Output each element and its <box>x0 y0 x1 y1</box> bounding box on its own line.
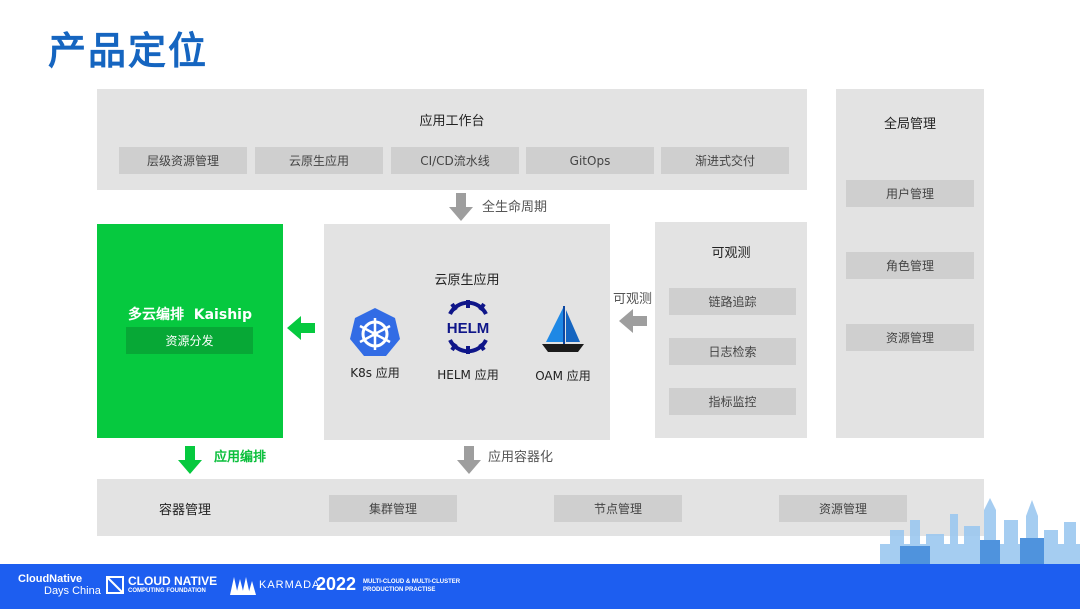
orchestrate-label: 应用编排 <box>214 450 267 465</box>
observe-label: 可观测 <box>613 292 653 307</box>
global-title: 全局管理 <box>883 117 936 132</box>
cncf-text: CLOUD NATIVE COMPUTING FOUNDATION <box>128 574 218 596</box>
helm-logo-text: HELM <box>447 320 490 337</box>
container-item[interactable]: 节点管理 <box>554 495 682 522</box>
cn-line1: CloudNative <box>18 573 83 585</box>
cn-line2: Days China <box>44 585 101 597</box>
city-skyline-icon <box>880 498 1080 564</box>
page-title: 产品定位 <box>48 29 209 73</box>
tag-line1: MULTI-CLOUD & MULTI-CLUSTER <box>363 579 461 585</box>
container-item[interactable]: 资源管理 <box>779 495 907 522</box>
cloudnative-title: 云原生应用 <box>434 273 500 288</box>
kaiship-sub-chip[interactable]: 资源分发 <box>126 327 253 354</box>
footer-bar: CloudNative Days China CLOUD NATIVE COMP… <box>0 564 1080 609</box>
year-text: 2022 <box>316 574 357 594</box>
helm-app-label: HELM 应用 <box>437 368 499 382</box>
arrow-left-icon <box>287 316 315 340</box>
containerize-label: 应用容器化 <box>488 450 554 465</box>
observability-item[interactable]: 链路追踪 <box>669 288 796 315</box>
arrow-down-icon <box>449 193 473 221</box>
workbench-panel <box>97 89 807 190</box>
workbench-item[interactable]: 渐进式交付 <box>661 147 789 174</box>
tag-line2: PRODUCTION PRACTISE <box>363 587 436 593</box>
workbench-item[interactable]: 层级资源管理 <box>119 147 247 174</box>
workbench-item[interactable]: CI/CD流水线 <box>391 147 519 174</box>
observability-item[interactable]: 日志检索 <box>669 338 796 365</box>
observability-item[interactable]: 指标监控 <box>669 388 796 415</box>
cloudnative-days-logo: CloudNative Days China <box>18 573 101 597</box>
cncf-line2: COMPUTING FOUNDATION <box>128 588 206 594</box>
global-item[interactable]: 用户管理 <box>846 180 974 207</box>
tagline: MULTI-CLOUD & MULTI-CLUSTER PRODUCTION P… <box>363 578 460 594</box>
sailboat-icon <box>542 306 584 352</box>
global-item[interactable]: 角色管理 <box>846 252 974 279</box>
lifecycle-label: 全生命周期 <box>482 200 548 215</box>
kubernetes-icon <box>350 308 400 356</box>
kaiship-title: 多云编排 Kaiship <box>128 307 252 323</box>
workbench-item[interactable]: GitOps <box>526 147 654 174</box>
workbench-title: 应用工作台 <box>419 114 485 129</box>
oam-app-label: OAM 应用 <box>535 369 591 383</box>
global-item[interactable]: 资源管理 <box>846 324 974 351</box>
k8s-app-label: K8s 应用 <box>350 366 400 380</box>
cncf-logo-icon <box>106 576 124 594</box>
karmada-logo-icon <box>230 577 256 595</box>
observability-title: 可观测 <box>711 246 751 261</box>
arrow-left-icon <box>619 309 647 333</box>
cncf-line1: CLOUD NATIVE <box>128 574 218 588</box>
arrow-down-icon <box>457 446 481 474</box>
arrow-down-icon <box>178 446 202 474</box>
container-item[interactable]: 集群管理 <box>329 495 457 522</box>
workbench-item[interactable]: 云原生应用 <box>255 147 383 174</box>
karmada-text: KARMADA <box>259 579 321 591</box>
helm-icon: HELM <box>447 300 490 354</box>
container-title: 容器管理 <box>158 503 211 518</box>
